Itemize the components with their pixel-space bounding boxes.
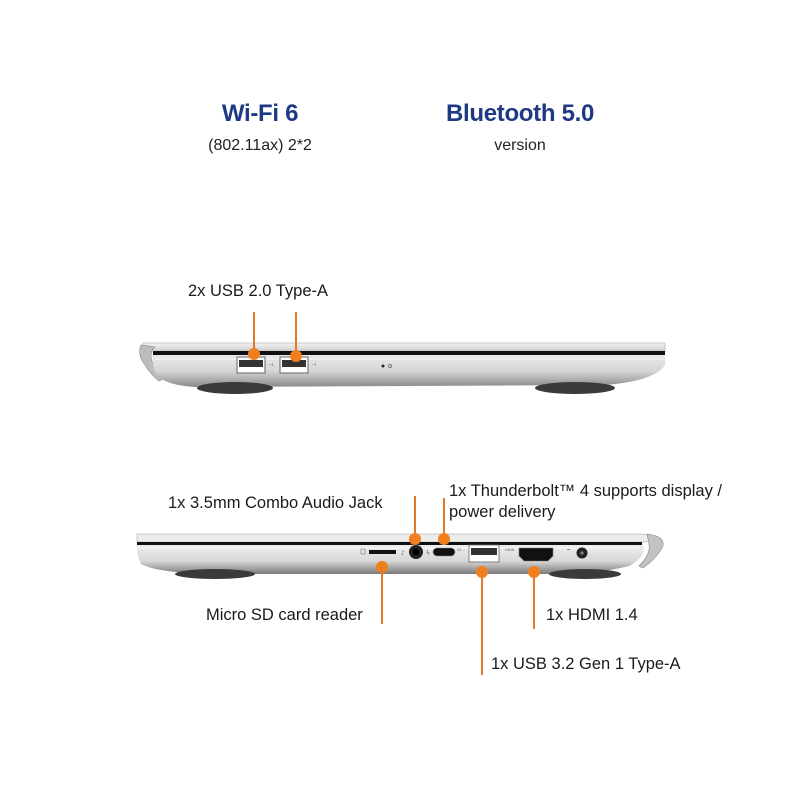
laptop-left-body-icon: ⟞ ⟞ [139,342,666,394]
audio-callout-line [414,496,416,538]
thunderbolt-label-line2: power delivery [449,503,556,521]
thunderbolt-callout-line [443,498,445,538]
hdmi-label: 1x HDMI 1.4 [546,606,638,624]
svg-text:HDMI: HDMI [505,548,514,552]
bluetooth-title: Bluetooth 5.0 [445,100,595,127]
usb3-port [469,545,499,562]
wifi-title: Wi-Fi 6 [221,100,299,127]
svg-text:SS⟞: SS⟞ [457,548,464,552]
laptop-right-body-icon: ♪ ϟ SS⟞ HDMI ⎓ [136,533,664,579]
audio-jack-label: 1x 3.5mm Combo Audio Jack [168,494,383,512]
usb2-callout-line-2 [295,312,297,354]
usb2-label: 2x USB 2.0 Type-A [188,282,329,300]
usb2-callout-line-1 [253,312,255,354]
thunderbolt-callout-dot [438,533,450,545]
microsd-callout-line [381,566,383,624]
usb3-callout-line [481,571,483,675]
svg-text:ϟ: ϟ [426,550,430,557]
thunderbolt-label-line1: 1x Thunderbolt™ 4 supports display / [449,482,723,500]
audio-callout-dot [409,533,421,545]
audio-jack [409,545,423,559]
svg-text:⎓: ⎓ [567,547,571,552]
microsd-slot [369,550,396,554]
hdmi-callout-line [533,571,535,629]
microsd-label: Micro SD card reader [206,606,363,624]
hdmi-port [519,548,553,561]
dc-power-port [577,547,588,558]
bluetooth-subtitle: version [494,137,546,154]
svg-text:⟞: ⟞ [269,362,273,368]
usb3-label: 1x USB 3.2 Gen 1 Type-A [491,655,681,673]
usb2-callout-dot-2 [290,350,302,362]
thunderbolt-port [433,548,455,556]
svg-text:⟞: ⟞ [312,362,316,368]
svg-text:♪: ♪ [401,550,405,557]
usb2-callout-dot-1 [248,348,260,360]
laptop-right-side-view: ♪ ϟ SS⟞ HDMI ⎓ [135,528,670,583]
laptop-left-side-view: ⟞ ⟞ [135,335,670,405]
wifi-subtitle: (802.11ax) 2*2 [208,137,312,154]
